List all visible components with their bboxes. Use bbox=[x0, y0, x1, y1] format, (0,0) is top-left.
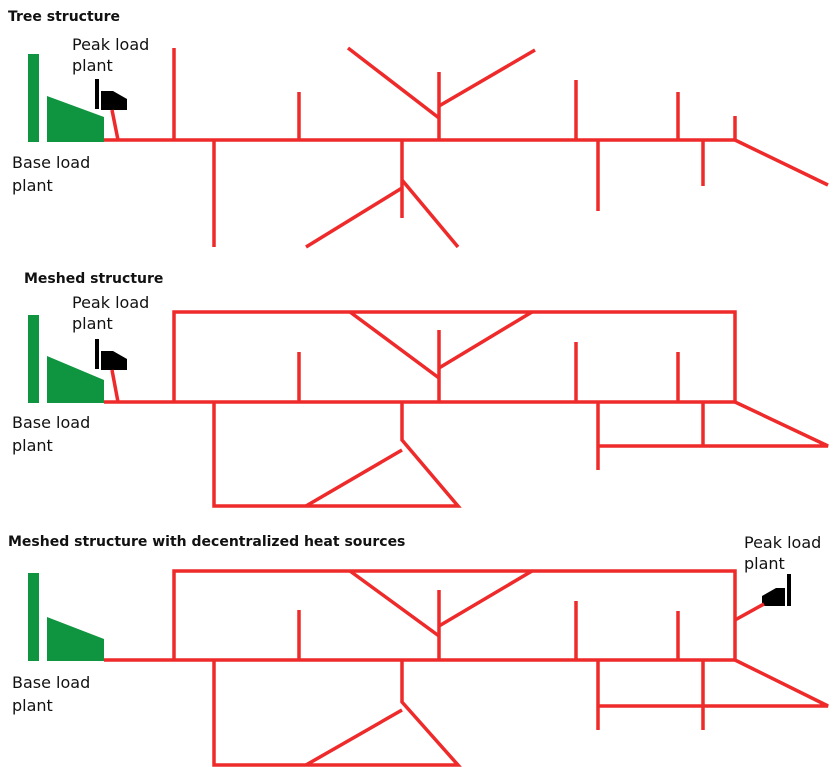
base-load-plant-icon bbox=[28, 315, 104, 403]
right-loop-pipe bbox=[598, 658, 829, 708]
peak-plant-building bbox=[762, 588, 785, 606]
pipe-network bbox=[104, 569, 829, 767]
branch-pipe bbox=[305, 448, 403, 508]
peak-plant-chimney bbox=[787, 574, 791, 606]
branch-pipe bbox=[438, 48, 536, 108]
panel-meshed-structure: Meshed structure Base load plant Peak lo… bbox=[12, 271, 829, 508]
right-loop-pipe bbox=[598, 400, 829, 448]
panel-title: Tree structure bbox=[8, 9, 120, 25]
upper-loop-pipe bbox=[172, 569, 737, 660]
branch-pipe bbox=[348, 310, 441, 380]
base-plant-chimney bbox=[28, 573, 39, 661]
peak-load-label: Peak load bbox=[72, 293, 149, 312]
peak-load-plant-icon bbox=[95, 339, 127, 370]
lower-loop-pipe bbox=[212, 660, 462, 767]
peak-load-label: plant bbox=[72, 314, 113, 333]
peak-plant-building bbox=[101, 91, 127, 110]
peak-load-plant-icon bbox=[95, 79, 127, 110]
peak-plant-connector bbox=[734, 602, 765, 622]
peak-plant-chimney bbox=[95, 339, 99, 369]
base-load-label: plant bbox=[12, 176, 53, 195]
base-plant-building bbox=[47, 96, 104, 142]
base-plant-building bbox=[47, 356, 104, 403]
base-load-plant-icon bbox=[28, 54, 104, 142]
branch-pipe bbox=[400, 178, 460, 249]
lower-loop-pipe bbox=[212, 402, 462, 508]
peak-load-label: plant bbox=[744, 554, 785, 573]
peak-plant-connector bbox=[110, 369, 120, 403]
panel-title: Meshed structure bbox=[24, 271, 163, 287]
base-load-label: plant bbox=[12, 696, 53, 715]
branch-pipe bbox=[348, 569, 441, 638]
base-load-plant-icon bbox=[28, 573, 104, 661]
pipe-network bbox=[104, 310, 829, 508]
branch-pipe bbox=[438, 569, 533, 628]
panel-meshed-decentralized: Meshed structure with decentralized heat… bbox=[8, 533, 829, 767]
base-plant-chimney bbox=[28, 54, 39, 142]
branch-pipe bbox=[438, 310, 533, 370]
upper-loop-pipe bbox=[172, 310, 737, 402]
peak-plant-chimney bbox=[95, 79, 99, 109]
panel-title: Meshed structure with decentralized heat… bbox=[8, 534, 405, 550]
branch-pipe bbox=[305, 708, 403, 767]
base-load-label: Base load bbox=[12, 413, 90, 432]
branch-pipe bbox=[305, 186, 403, 249]
peak-plant-building bbox=[101, 351, 127, 370]
panel-tree-structure: Tree structure Base load plant Peak load… bbox=[8, 9, 829, 249]
peak-load-plant-icon bbox=[762, 574, 791, 606]
branch-pipe bbox=[346, 46, 441, 120]
base-plant-chimney bbox=[28, 315, 39, 403]
base-load-label: plant bbox=[12, 436, 53, 455]
branch-pipe bbox=[734, 138, 829, 187]
base-load-label: Base load bbox=[12, 153, 90, 172]
base-plant-building bbox=[47, 617, 104, 661]
peak-load-label: Peak load bbox=[72, 35, 149, 54]
peak-load-label: plant bbox=[72, 56, 113, 75]
pipe-network bbox=[104, 46, 829, 249]
peak-plant-connector bbox=[110, 109, 120, 141]
base-load-label: Base load bbox=[12, 673, 90, 692]
peak-load-label: Peak load bbox=[744, 533, 821, 552]
